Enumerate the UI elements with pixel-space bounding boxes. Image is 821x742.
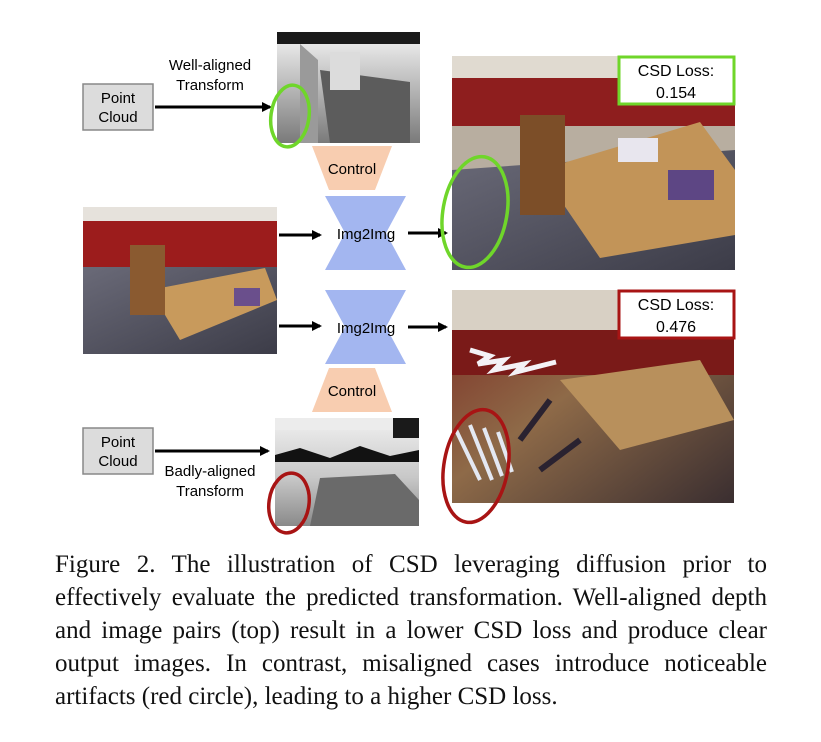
img2img-label-bottom: Img2Img: [337, 320, 395, 337]
csd-loss-box-top: CSD Loss: 0.154: [617, 55, 736, 106]
point-cloud-box-top: Point Cloud: [82, 83, 154, 131]
csd-loss-value-bottom: 0.476: [656, 319, 696, 336]
img2img-block-top: Img2Img: [325, 196, 406, 270]
control-label-bottom: Control: [328, 383, 376, 400]
point-cloud-label-bottom-1: Point: [101, 434, 136, 451]
highlight-circle-bottom-output: [441, 407, 511, 525]
transform-label-top-1: Well-aligned: [169, 57, 251, 74]
highlight-circle-bottom-depth: [267, 471, 311, 535]
csd-loss-label-top: CSD Loss:: [638, 63, 714, 80]
csd-loss-label-bottom: CSD Loss:: [638, 297, 714, 314]
img2img-label-top: Img2Img: [337, 226, 395, 243]
point-cloud-box-bottom: Point Cloud: [82, 427, 154, 475]
transform-label-top-2: Transform: [176, 77, 244, 94]
csd-loss-value-top: 0.154: [656, 85, 696, 102]
input-rgb-image: [83, 207, 277, 354]
csd-loss-box-bottom: CSD Loss: 0.476: [617, 289, 736, 340]
transform-label-bottom-2: Transform: [176, 483, 244, 500]
point-cloud-label-top-2: Cloud: [98, 109, 137, 126]
transform-label-bottom-1: Badly-aligned: [165, 463, 256, 480]
output-image-top: [452, 56, 735, 270]
figure-caption: Figure 2. The illustration of CSD levera…: [55, 551, 767, 710]
point-cloud-label-top-1: Point: [101, 90, 136, 107]
control-block-top: Control: [312, 146, 392, 190]
point-cloud-label-bottom-2: Cloud: [98, 453, 137, 470]
csd-diagram: Point Cloud Well-aligned Transform Contr…: [82, 32, 736, 535]
highlight-circle-top-output: [440, 154, 510, 270]
control-label-top: Control: [328, 161, 376, 178]
control-block-bottom: Control: [312, 368, 392, 412]
depth-map-well-aligned: [277, 32, 420, 143]
highlight-circle-top-depth: [268, 83, 312, 149]
img2img-block-bottom: Img2Img: [325, 290, 406, 364]
depth-map-badly-aligned: [275, 418, 419, 526]
